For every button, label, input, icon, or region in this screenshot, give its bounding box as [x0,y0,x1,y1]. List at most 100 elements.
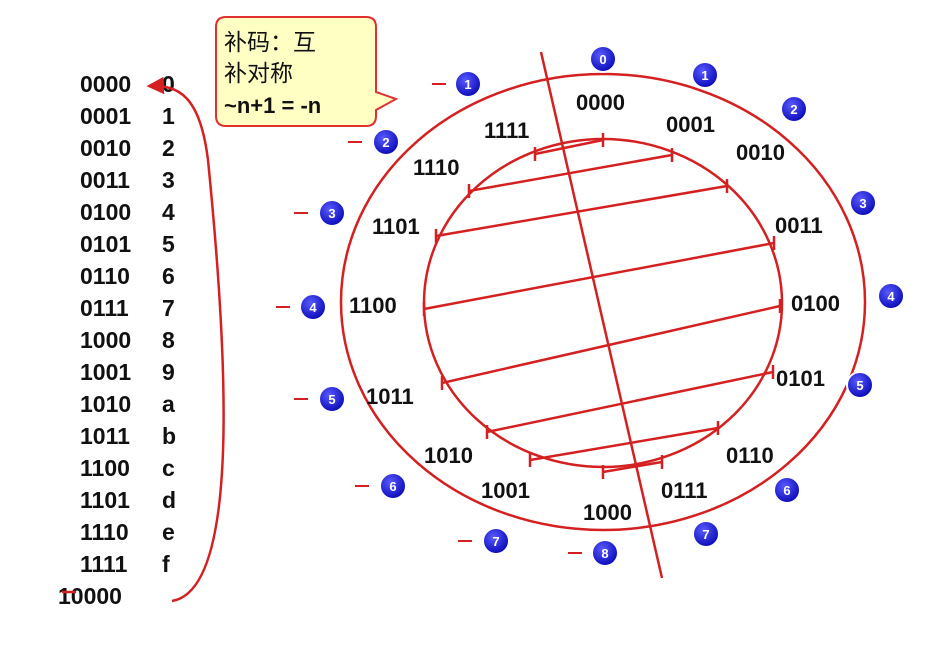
badge-right-5-label: 5 [856,378,863,393]
badge-right-3: 3 [849,189,877,217]
table-row-4-hex: 4 [162,199,175,225]
binary-hex-table: 0000 0 0001 1 0010 2 0011 3 0100 4 0101 … [58,71,176,609]
badge-bottom: 8 [591,539,619,567]
chord-ticks [422,133,782,479]
symmetry-axis [539,51,664,579]
badge-right-7-label: 7 [702,527,709,542]
badge-left-7-label: 7 [492,534,499,549]
outer-circle [339,72,867,532]
table-row-8-hex: 8 [162,327,175,353]
label-right-1: 0001 [666,112,715,137]
badge-left-7: 7 [482,527,510,555]
table-row-8-bin: 1000 [80,327,131,353]
label-left-4: 1100 [349,293,397,318]
label-top: 0000 [576,90,625,115]
badge-right-1-label: 1 [701,68,708,83]
table-row-9-hex: 9 [162,359,175,385]
badge-right-5: 5 [846,371,874,399]
badge-right-7: 7 [692,520,720,548]
table-row-13-bin: 1101 [80,487,130,513]
badge-bottom-label: 8 [601,546,608,561]
chord-0001-1111 [534,138,604,156]
badge-top-label: 0 [599,52,606,67]
table-row-6-bin: 0110 [80,263,130,289]
table-row-3-bin: 0011 [80,167,130,193]
badge-left-3-label: 3 [328,206,335,221]
table-row-5-bin: 0101 [80,231,131,257]
badge-right-2: 2 [780,95,808,123]
badge-right-4-label: 4 [887,289,895,304]
label-bottom: 1000 [583,500,632,525]
label-right-4: 0100 [791,291,840,316]
label-right-5: 0101 [776,366,825,391]
label-right-2: 0010 [736,140,785,165]
table-row-12-hex: c [162,455,175,481]
table-row-15-bin: 1111 [80,551,128,577]
table-row-2-bin: 0010 [80,135,131,161]
table-row-7-bin: 0111 [80,295,129,321]
table-row-15-hex: f [162,551,170,577]
table-row-5-hex: 5 [162,231,175,257]
table-row-1-bin: 0001 [80,103,131,129]
callout-line-1: 补码：互 [224,30,316,56]
badge-left-4-label: 4 [309,300,317,315]
badge-left-6: 6 [379,472,407,500]
badges: 0 8 1 2 3 4 5 6 [299,45,905,567]
badge-left-5: 5 [318,385,346,413]
circle-labels: 0000 1000 0001 0010 0011 0100 0101 0110 … [349,90,840,525]
callout-shape [215,16,399,127]
callout-bubble: 补码：互 补对称 ~n+1 = -n [215,16,399,127]
badge-left-1-label: 1 [464,77,471,92]
badge-right-3-label: 3 [859,196,866,211]
chord-0010-1110 [468,153,673,193]
badge-left-6-label: 6 [389,479,396,494]
table-overflow-value: 10000 [58,583,122,609]
chord-0110-1010 [486,370,774,434]
table-row-0-hex: 0 [162,71,175,97]
wraparound-arrow [146,76,225,603]
badge-left-2: 2 [372,128,400,156]
table-row-11-bin: 1011 [80,423,130,449]
badge-left-1: 1 [454,70,482,98]
chord-1000 [602,460,663,474]
chord-0111-1001 [529,426,719,462]
table-row-3-hex: 3 [162,167,175,193]
badge-right-6-label: 6 [783,483,790,498]
chord-0011-1101 [435,184,728,238]
table-row-6-hex: 6 [162,263,175,289]
table-row-7-hex: 7 [162,295,175,321]
table-row-0-bin: 0000 [80,71,131,97]
badge-top: 0 [589,45,617,73]
table-row-4-bin: 0100 [80,199,131,225]
badge-left-3: 3 [318,199,346,227]
chord-0100-1100 [423,241,775,311]
table-row-1-hex: 1 [162,103,175,129]
pair-chords [423,138,781,474]
label-right-3: 0011 [775,213,823,238]
label-right-7: 0111 [661,478,708,503]
badge-right-2-label: 2 [790,102,797,117]
table-row-12-bin: 1100 [80,455,130,481]
table-row-9-bin: 1001 [80,359,131,385]
label-right-6: 0110 [726,443,774,468]
label-left-7: 1001 [481,478,530,503]
table-row-14-hex: e [162,519,175,545]
badge-right-4: 4 [877,282,905,310]
table-row-10-hex: a [162,391,175,417]
table-row-13-hex: d [162,487,176,513]
table-row-14-bin: 1110 [80,519,129,545]
label-left-3: 1101 [372,214,420,239]
badge-dashes [276,83,582,554]
label-left-6: 1010 [424,443,473,468]
badge-left-2-label: 2 [382,135,389,150]
label-left-2: 1110 [413,155,460,180]
badge-right-6: 6 [773,476,801,504]
callout-line-2: 补对称 [224,61,293,87]
badge-right-1: 1 [691,61,719,89]
label-left-5: 1011 [366,384,414,409]
badge-left-4: 4 [299,293,327,321]
callout-formula: ~n+1 = -n [224,93,321,118]
table-row-2-hex: 2 [162,135,175,161]
table-row-11-hex: b [162,423,176,449]
